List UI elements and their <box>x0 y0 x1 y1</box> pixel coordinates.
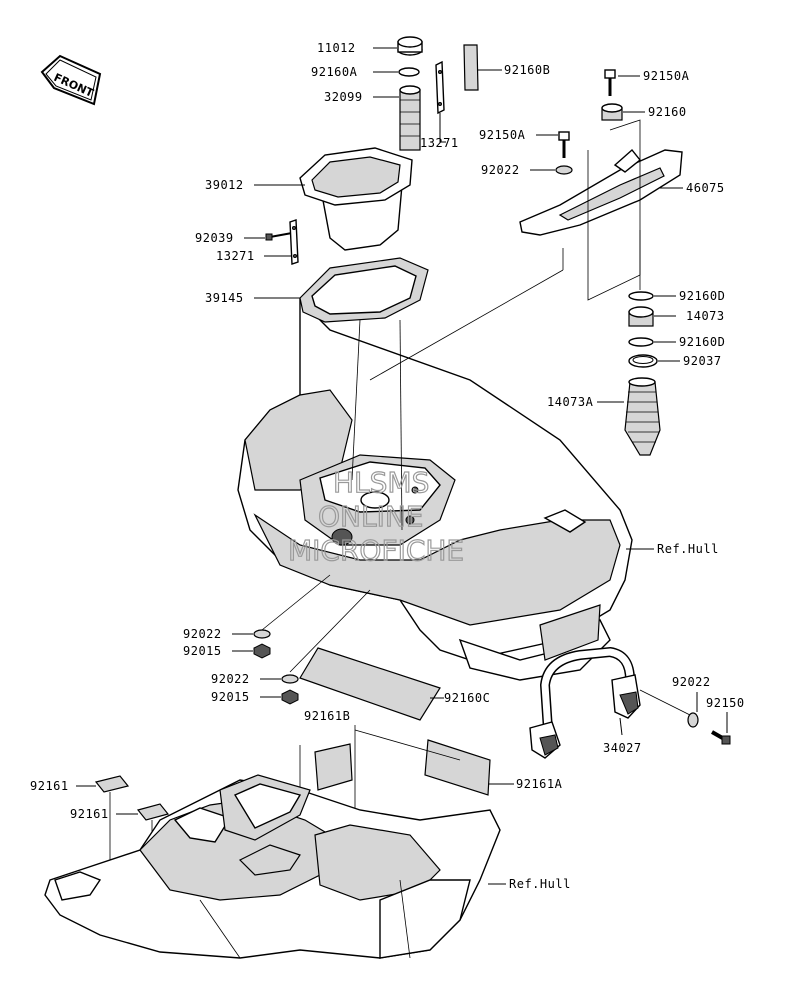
bolt-92150 <box>711 730 731 745</box>
label-92161-b: 92161 <box>70 807 109 821</box>
label-11012: 11012 <box>317 41 356 55</box>
storage-box-39012 <box>299 147 413 251</box>
label-14073A: 14073A <box>547 395 594 409</box>
label-39012: 39012 <box>205 178 244 192</box>
washer-92022-top <box>555 165 573 175</box>
pad-92160B <box>463 44 479 91</box>
label-92160B: 92160B <box>504 63 550 77</box>
label-ref-hull-top: Ref.Hull <box>657 542 719 556</box>
watermark-line-3: MICROFICHE <box>288 534 464 567</box>
label-92160D-a: 92160D <box>679 289 725 303</box>
label-92015-b: 92015 <box>211 690 250 704</box>
clamp-92037 <box>628 354 658 368</box>
label-13271-top: 13271 <box>420 136 459 150</box>
pad-92161-b <box>136 803 170 821</box>
ring-92160A <box>398 67 420 77</box>
watermark-line-2: ONLINE <box>318 500 423 533</box>
watermark: HLSMS ONLINE MICROFICHE <box>287 465 464 567</box>
label-14073: 14073 <box>686 309 725 323</box>
upper-hull-deck <box>237 298 633 681</box>
label-92022-top: 92022 <box>481 163 520 177</box>
label-92160A: 92160A <box>311 65 358 79</box>
label-13271-bottom: 13271 <box>216 249 255 263</box>
cap-11012 <box>397 36 423 56</box>
label-92160: 92160 <box>648 105 687 119</box>
filter-tube-32099 <box>399 85 421 151</box>
hose-14073A <box>624 377 661 456</box>
spacer-92160 <box>601 103 623 121</box>
label-46075: 46075 <box>686 181 725 195</box>
label-92150: 92150 <box>706 696 745 710</box>
nut-92015-b <box>281 689 299 705</box>
label-92039: 92039 <box>195 231 234 245</box>
label-92150A-mid: 92150A <box>479 128 526 142</box>
watermark-line-1: HLSMS <box>333 466 429 499</box>
bolt-92150A-top <box>604 69 616 96</box>
front-arrow-badge: FRONT <box>40 54 102 106</box>
pad-92161-a <box>94 775 130 793</box>
mat-92161B <box>314 743 353 791</box>
label-92015-a: 92015 <box>183 644 222 658</box>
boarding-step-34027 <box>529 646 641 759</box>
label-92160C: 92160C <box>444 691 490 705</box>
label-92161A: 92161A <box>516 777 563 791</box>
bracket-13271-top <box>435 60 445 115</box>
gasket-39145 <box>299 257 429 323</box>
washer-92022-b <box>281 674 299 684</box>
mat-92161A <box>424 739 491 796</box>
label-92161-a: 92161 <box>30 779 69 793</box>
label-92150A-top: 92150A <box>643 69 690 83</box>
label-34027: 34027 <box>603 741 642 755</box>
label-39145: 39145 <box>205 291 244 305</box>
ring-92160D-b <box>628 337 654 347</box>
lower-hull <box>44 774 501 959</box>
label-92022-right: 92022 <box>672 675 711 689</box>
bolt-92150A-mid <box>558 131 570 158</box>
ring-92160D-a <box>628 291 654 301</box>
label-32099: 32099 <box>324 90 363 104</box>
mat-92160C <box>299 647 441 721</box>
label-92022-a: 92022 <box>183 627 222 641</box>
label-92022-b: 92022 <box>211 672 250 686</box>
label-92037: 92037 <box>683 354 722 368</box>
nut-92015-a <box>253 643 271 659</box>
grab-handle-46075 <box>519 148 683 236</box>
washer-92022-a <box>253 629 271 639</box>
label-92160D-b: 92160D <box>679 335 725 349</box>
bracket-13271-bottom <box>289 219 299 265</box>
label-92161B: 92161B <box>304 709 350 723</box>
washer-92022-right <box>687 712 699 728</box>
fitting-14073 <box>628 306 654 327</box>
bolt-92039 <box>265 232 293 241</box>
label-ref-hull-bottom: Ref.Hull <box>509 877 571 891</box>
